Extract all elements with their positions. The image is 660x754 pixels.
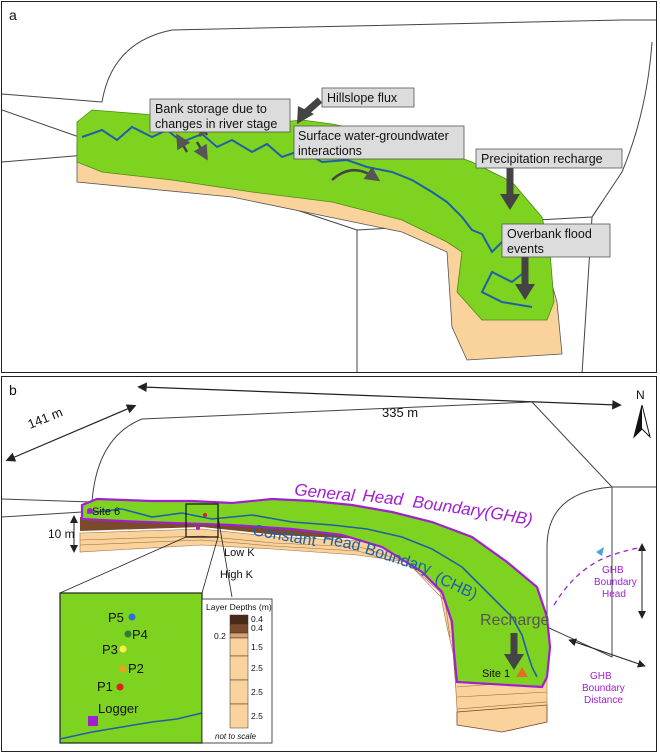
layer-note: not to scale (215, 732, 256, 741)
svg-text:P2: P2 (128, 661, 144, 676)
ghb-head-bracket: GHB Boundary Head (594, 547, 642, 615)
label-precip: Precipitation recharge (476, 149, 622, 168)
panel-a-letter: a (9, 7, 17, 23)
svg-text:2.5: 2.5 (251, 711, 263, 721)
svg-text:N: N (636, 388, 645, 402)
svg-text:2.5: 2.5 (251, 687, 263, 697)
panel-a: a Bank storage due to changes in river s… (1, 1, 657, 373)
svg-text:Surface water-groundwater: Surface water-groundwater (298, 129, 449, 143)
svg-text:P1: P1 (97, 679, 113, 694)
p5-marker (129, 614, 136, 621)
site6-marker (87, 508, 93, 514)
low-k-label: Low K (224, 547, 255, 559)
svg-text:0.4: 0.4 (251, 623, 263, 633)
svg-text:2.5: 2.5 (251, 663, 263, 673)
high-k-label: High K (220, 569, 254, 581)
north-arrow: N (634, 388, 650, 437)
svg-text:Head: Head (362, 486, 405, 509)
logger-label: Logger (98, 701, 139, 716)
panel-b-diagram: b N 141 m 335 m 10 m (2, 377, 657, 752)
label-hillslope: Hillslope flux (322, 88, 414, 107)
svg-text:Boundary: Boundary (594, 577, 637, 588)
inset-map: Logger P5 P4 P3 P2 P1 (60, 593, 202, 743)
p1-marker (117, 684, 124, 691)
svg-text:changes in river stage: changes in river stage (155, 117, 277, 131)
panel-b: b N 141 m 335 m 10 m (1, 376, 657, 752)
svg-text:Distance: Distance (584, 695, 623, 706)
svg-text:1.5: 1.5 (251, 642, 263, 652)
svg-text:P4: P4 (132, 627, 148, 642)
svg-text:0.2: 0.2 (214, 631, 226, 641)
svg-text:Hillslope flux: Hillslope flux (327, 91, 398, 105)
logger-marker (88, 716, 98, 726)
svg-text:Head: Head (602, 589, 626, 600)
p3-marker (120, 646, 127, 653)
svg-text:(GHB): (GHB) (483, 502, 534, 529)
layer-depths-legend: Layer Depths (m) 0.4 0.4 0.2 1.5 2.5 2.5… (202, 599, 272, 743)
p2-marker (120, 666, 127, 673)
p4-marker (125, 631, 132, 638)
ghb-dashed-curve (554, 547, 644, 605)
svg-text:Precipitation recharge: Precipitation recharge (481, 152, 603, 166)
panel-a-diagram: a Bank storage due to changes in river s… (2, 2, 657, 373)
dim-depth-label: 10 m (48, 527, 75, 541)
layer-title: Layer Depths (m) (206, 602, 272, 612)
svg-text:GHB: GHB (602, 565, 624, 576)
ghb-distance-bracket: GHB Boundary Distance (572, 641, 642, 706)
svg-text:Recharge: Recharge (480, 612, 549, 629)
svg-text:Boundary: Boundary (582, 683, 625, 694)
site6-label: Site 6 (92, 506, 120, 518)
site1-label: Site 1 (482, 668, 510, 680)
svg-text:Boundary: Boundary (411, 492, 487, 521)
panel-b-letter: b (9, 382, 17, 398)
svg-text:events: events (507, 242, 544, 256)
label-bank-storage: Bank storage due to changes in river sta… (150, 99, 290, 132)
svg-text:interactions: interactions (298, 144, 362, 158)
svg-text:GHB: GHB (590, 671, 612, 682)
label-overbank: Overbank flood events (502, 224, 610, 257)
label-sw-gw: Surface water-groundwater interactions (294, 126, 464, 159)
svg-text:Overbank flood: Overbank flood (507, 227, 592, 241)
svg-text:Bank storage due to: Bank storage due to (155, 102, 267, 116)
dim-width-label: 141 m (26, 404, 65, 431)
svg-text:P3: P3 (102, 642, 118, 657)
svg-text:P5: P5 (108, 610, 124, 625)
